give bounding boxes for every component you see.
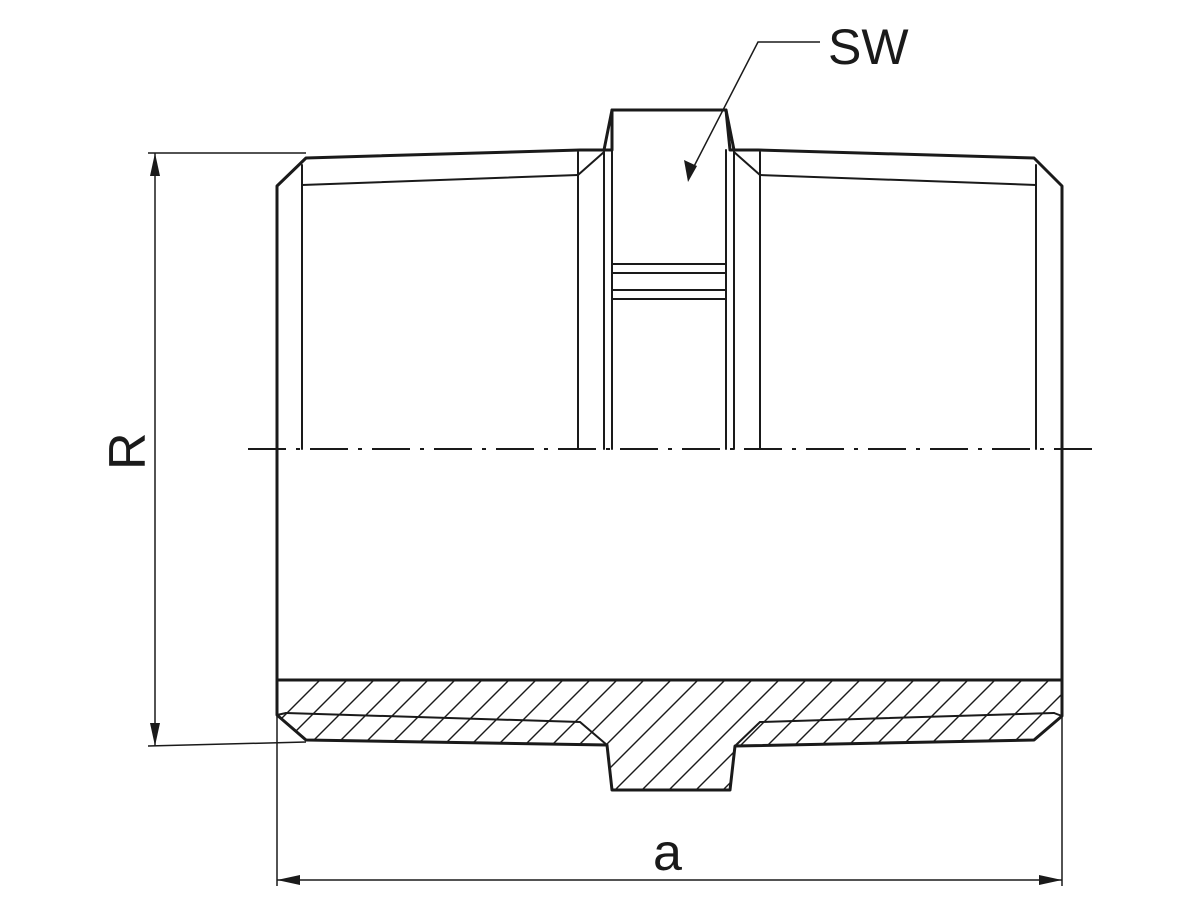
hex-chamfer-left bbox=[602, 108, 614, 152]
fitting-outline bbox=[275, 108, 1064, 682]
hex-groove-lower bbox=[611, 289, 727, 300]
a-arrowhead-left bbox=[277, 875, 300, 885]
hatch-line bbox=[1145, 670, 1200, 800]
hatch-line bbox=[442, 680, 574, 790]
hatch-line bbox=[469, 680, 601, 790]
sw-label: SW bbox=[828, 19, 909, 75]
thread-right-root bbox=[759, 174, 1037, 186]
hatch-line bbox=[766, 680, 898, 790]
hatch-line bbox=[334, 680, 466, 790]
section-outline bbox=[275, 678, 1064, 792]
hatch-line bbox=[901, 680, 1033, 790]
hex-chamfer-right bbox=[724, 108, 736, 152]
hatch-line bbox=[388, 680, 520, 790]
hatch-line bbox=[847, 680, 979, 790]
hatch-line bbox=[550, 680, 682, 790]
hatch-line bbox=[1009, 680, 1062, 790]
hatch-line bbox=[1118, 670, 1200, 800]
a-label: a bbox=[653, 824, 682, 882]
section-hatching bbox=[277, 670, 1200, 800]
thread-right-end-slope bbox=[733, 151, 761, 176]
r-extension-bottom bbox=[147, 741, 307, 747]
r-dimension: R bbox=[99, 152, 307, 747]
r-arrowhead-top bbox=[150, 153, 160, 176]
fitting-section bbox=[275, 670, 1200, 800]
hatch-line bbox=[739, 680, 871, 790]
section-chamfer-left bbox=[276, 712, 287, 716]
hatch-line bbox=[658, 680, 790, 790]
hatch-line bbox=[277, 680, 385, 790]
hatch-line bbox=[577, 680, 709, 790]
hatch-line bbox=[1036, 680, 1062, 790]
hatch-line bbox=[1064, 670, 1194, 800]
hatch-line bbox=[415, 680, 547, 790]
hex-groove-upper bbox=[611, 263, 727, 274]
r-arrowhead-bottom bbox=[150, 723, 160, 746]
thread-left-end-slope bbox=[577, 151, 605, 176]
hatch-line bbox=[631, 680, 763, 790]
hatch-line bbox=[496, 680, 628, 790]
hatch-line bbox=[1172, 670, 1200, 800]
a-dimension: a bbox=[276, 716, 1063, 886]
r-label: R bbox=[99, 432, 157, 470]
section-thread-root bbox=[285, 712, 1055, 747]
hatch-line bbox=[982, 680, 1062, 790]
hatch-line bbox=[277, 680, 358, 790]
hatch-line bbox=[361, 680, 493, 790]
hatch-line bbox=[793, 680, 925, 790]
hatch-line bbox=[685, 680, 817, 790]
thread-left-root bbox=[301, 174, 579, 186]
hatch-line bbox=[307, 680, 439, 790]
sw-leader-line bbox=[687, 41, 820, 179]
hatch-line bbox=[874, 680, 1006, 790]
fitting-upper-half bbox=[275, 108, 1064, 682]
hatch-line bbox=[523, 680, 655, 790]
section-chamfer-right bbox=[1053, 712, 1063, 717]
hatch-line bbox=[955, 680, 1062, 790]
hatch-line bbox=[820, 680, 952, 790]
a-arrowhead-right bbox=[1039, 875, 1062, 885]
hatch-line bbox=[1091, 670, 1200, 800]
sw-dimension: SW bbox=[684, 19, 909, 182]
hatch-line bbox=[277, 680, 331, 790]
hatch-line bbox=[604, 680, 736, 790]
sw-leader-arrowhead bbox=[684, 160, 697, 182]
